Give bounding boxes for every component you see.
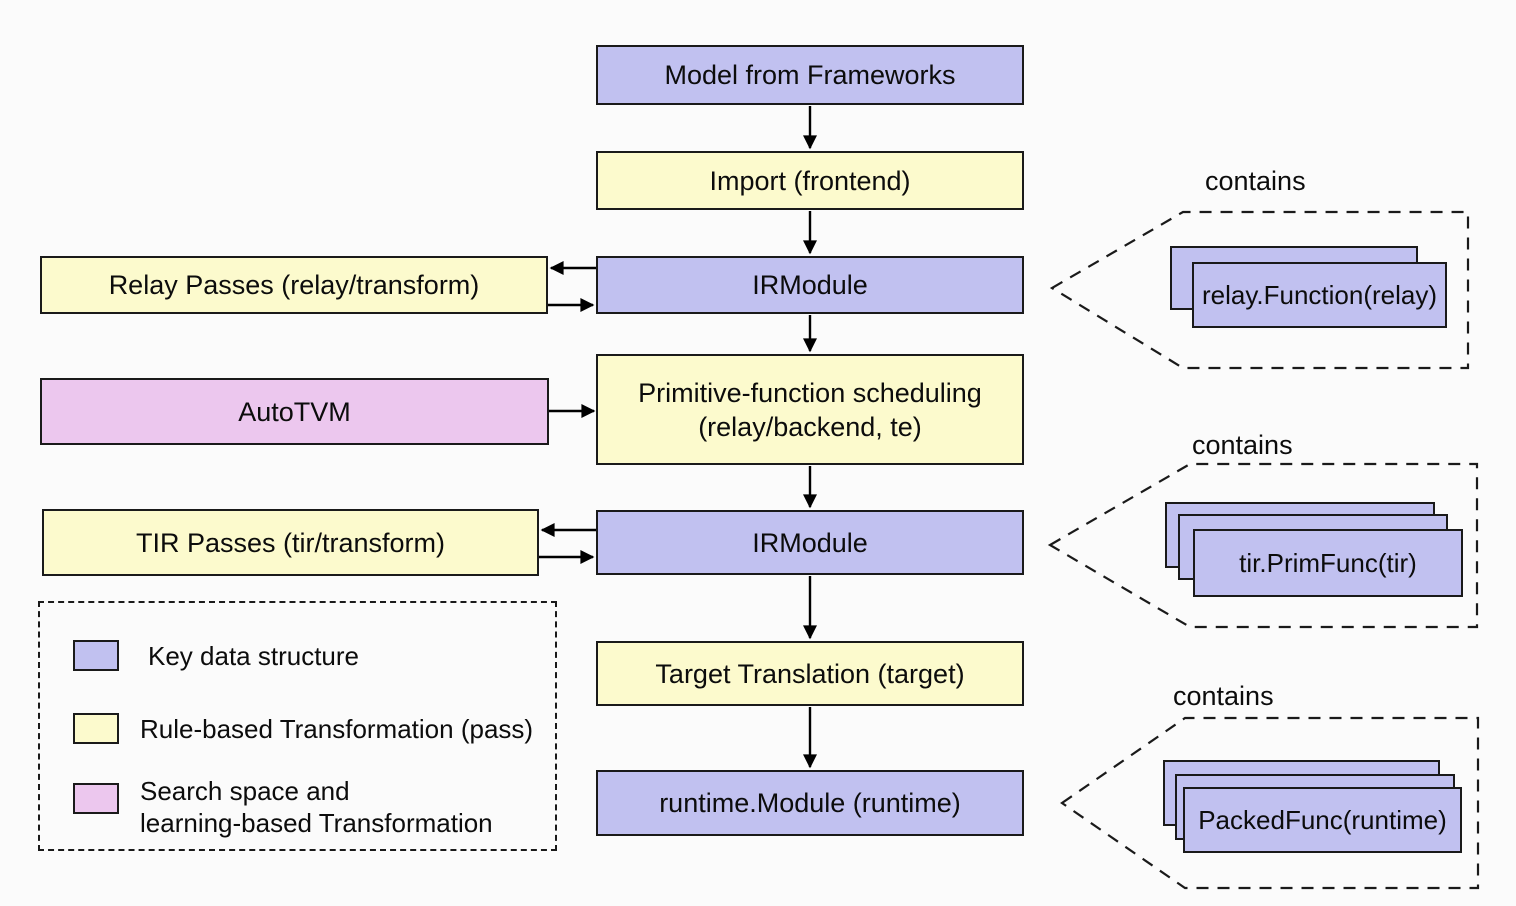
node-label: Target Translation (target): [655, 658, 965, 689]
node-runtime-module: runtime.Module (runtime): [596, 770, 1024, 836]
node-relay-passes: Relay Passes (relay/transform): [40, 256, 548, 314]
node-model-from-frameworks: Model from Frameworks: [596, 45, 1024, 105]
node-label: AutoTVM: [238, 396, 351, 427]
legend-swatch-search-learning: [73, 783, 119, 814]
node-label: TIR Passes (tir/transform): [135, 527, 446, 558]
contains-label-packed: contains: [1173, 681, 1274, 711]
legend-label-key-data-structure: Key data structure: [148, 641, 359, 671]
legend: Key data structure Rule-based Transforma…: [38, 601, 557, 851]
node-target-translation: Target Translation (target): [596, 641, 1024, 706]
stacked-box-front-packed: PackedFunc(runtime): [1183, 787, 1462, 853]
stack-label: relay.Function(relay): [1201, 279, 1438, 310]
legend-swatch-key-data-structure: [73, 640, 119, 671]
legend-label-search-line1: Search space and: [140, 776, 350, 806]
node-primitive-function-scheduling: Primitive-function scheduling (relay/bac…: [596, 354, 1024, 465]
node-irmodule-tir: IRModule: [596, 510, 1024, 575]
node-irmodule-relay: IRModule: [596, 256, 1024, 314]
legend-label-rule-based: Rule-based Transformation (pass): [140, 714, 534, 744]
node-label: Model from Frameworks: [664, 60, 956, 90]
node-import-frontend: Import (frontend): [596, 151, 1024, 210]
node-label: IRModule: [752, 270, 868, 300]
stack-label: tir.PrimFunc(tir): [1239, 547, 1417, 578]
contains-label-tir: contains: [1192, 430, 1293, 460]
legend-swatch-rule-based: [73, 713, 119, 744]
node-label: runtime.Module (runtime): [659, 788, 961, 818]
stack-label: PackedFunc(runtime): [1198, 804, 1447, 835]
node-label: Relay Passes (relay/transform): [108, 270, 480, 300]
node-autotvm: AutoTVM: [40, 378, 549, 445]
contains-label-relay: contains: [1205, 166, 1306, 196]
node-label-line2: (relay/backend, te): [698, 411, 922, 442]
legend-label-search-line2: learning-based Transformation: [140, 808, 493, 838]
node-label: IRModule: [752, 527, 868, 558]
stacked-box-front-relay: relay.Function(relay): [1192, 262, 1447, 328]
node-tir-passes: TIR Passes (tir/transform): [42, 509, 539, 576]
node-label-line1: Primitive-function scheduling: [638, 377, 982, 408]
stacked-box-front-tir: tir.PrimFunc(tir): [1193, 529, 1463, 597]
node-label: Import (frontend): [709, 165, 911, 196]
